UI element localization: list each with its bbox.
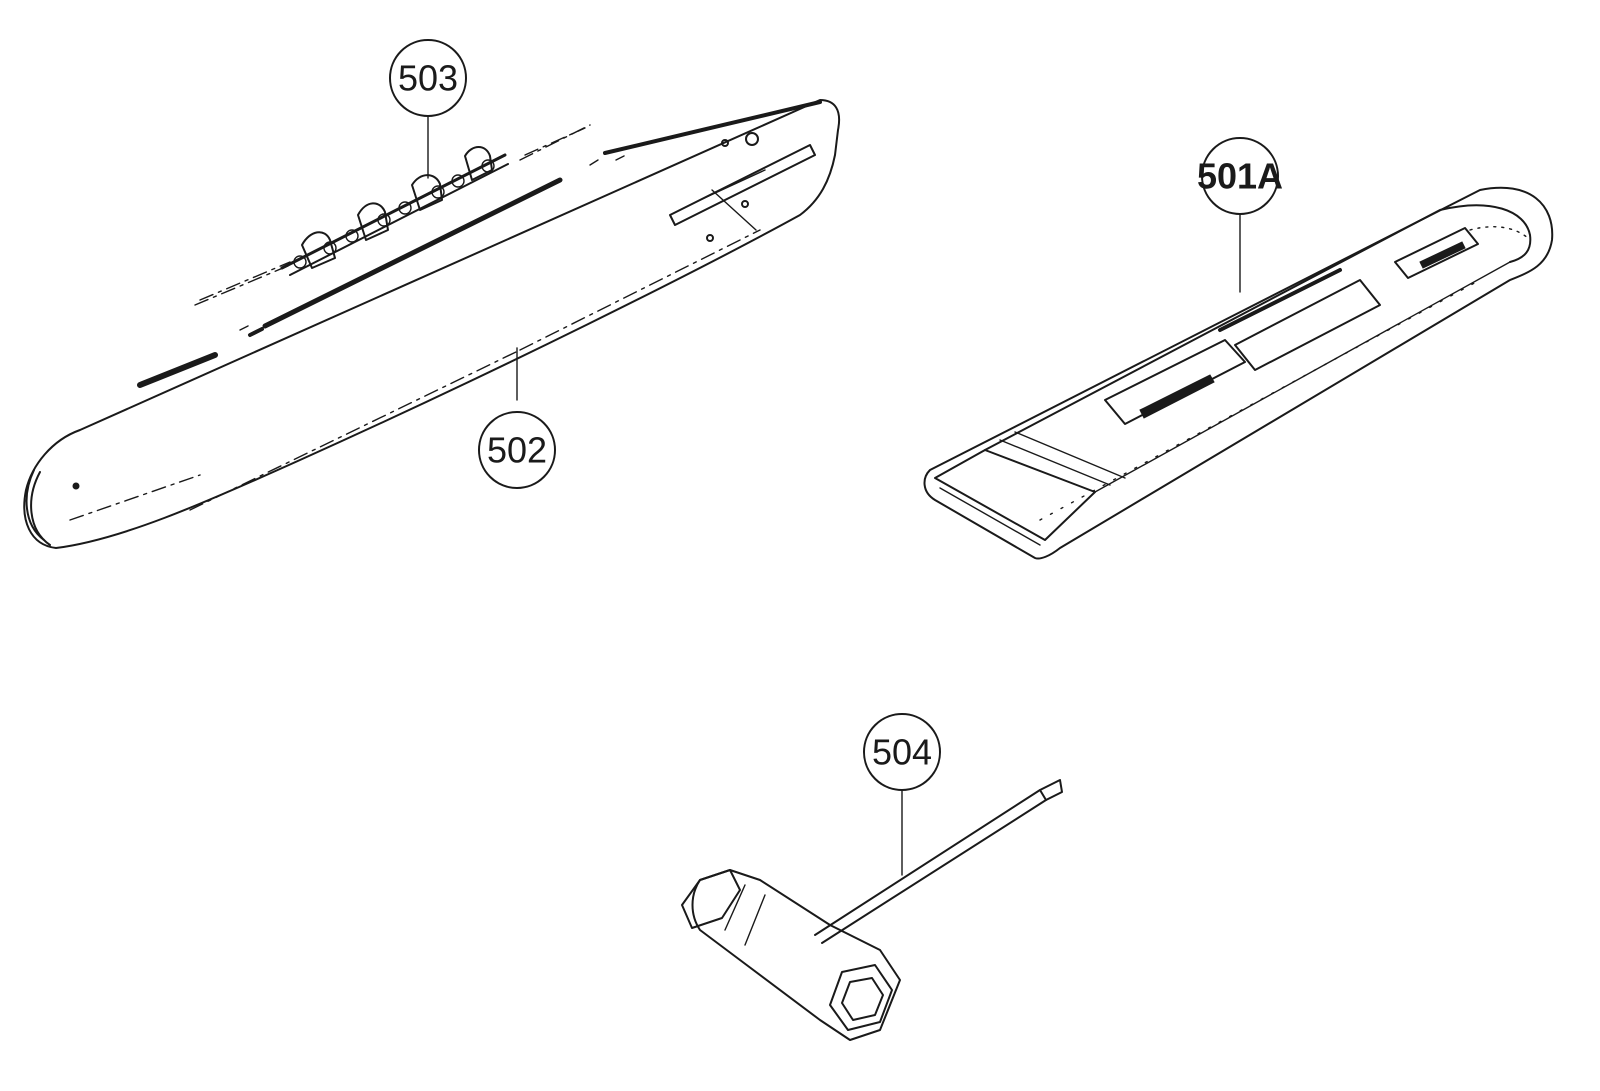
callout-504-label: 504 (872, 732, 932, 773)
callout-502-label: 502 (487, 430, 547, 471)
callout-502: 502 (478, 347, 556, 489)
callout-503: 503 (389, 39, 467, 179)
callout-501a-label: 501A (1197, 156, 1283, 197)
callout-504: 504 (863, 713, 941, 876)
bar-cover (923, 186, 1554, 560)
guide-bar (23, 99, 840, 549)
combination-wrench (681, 779, 1063, 1041)
saw-chain (280, 146, 509, 276)
callout-503-label: 503 (398, 58, 458, 99)
callout-501a: 501A (1197, 137, 1283, 293)
